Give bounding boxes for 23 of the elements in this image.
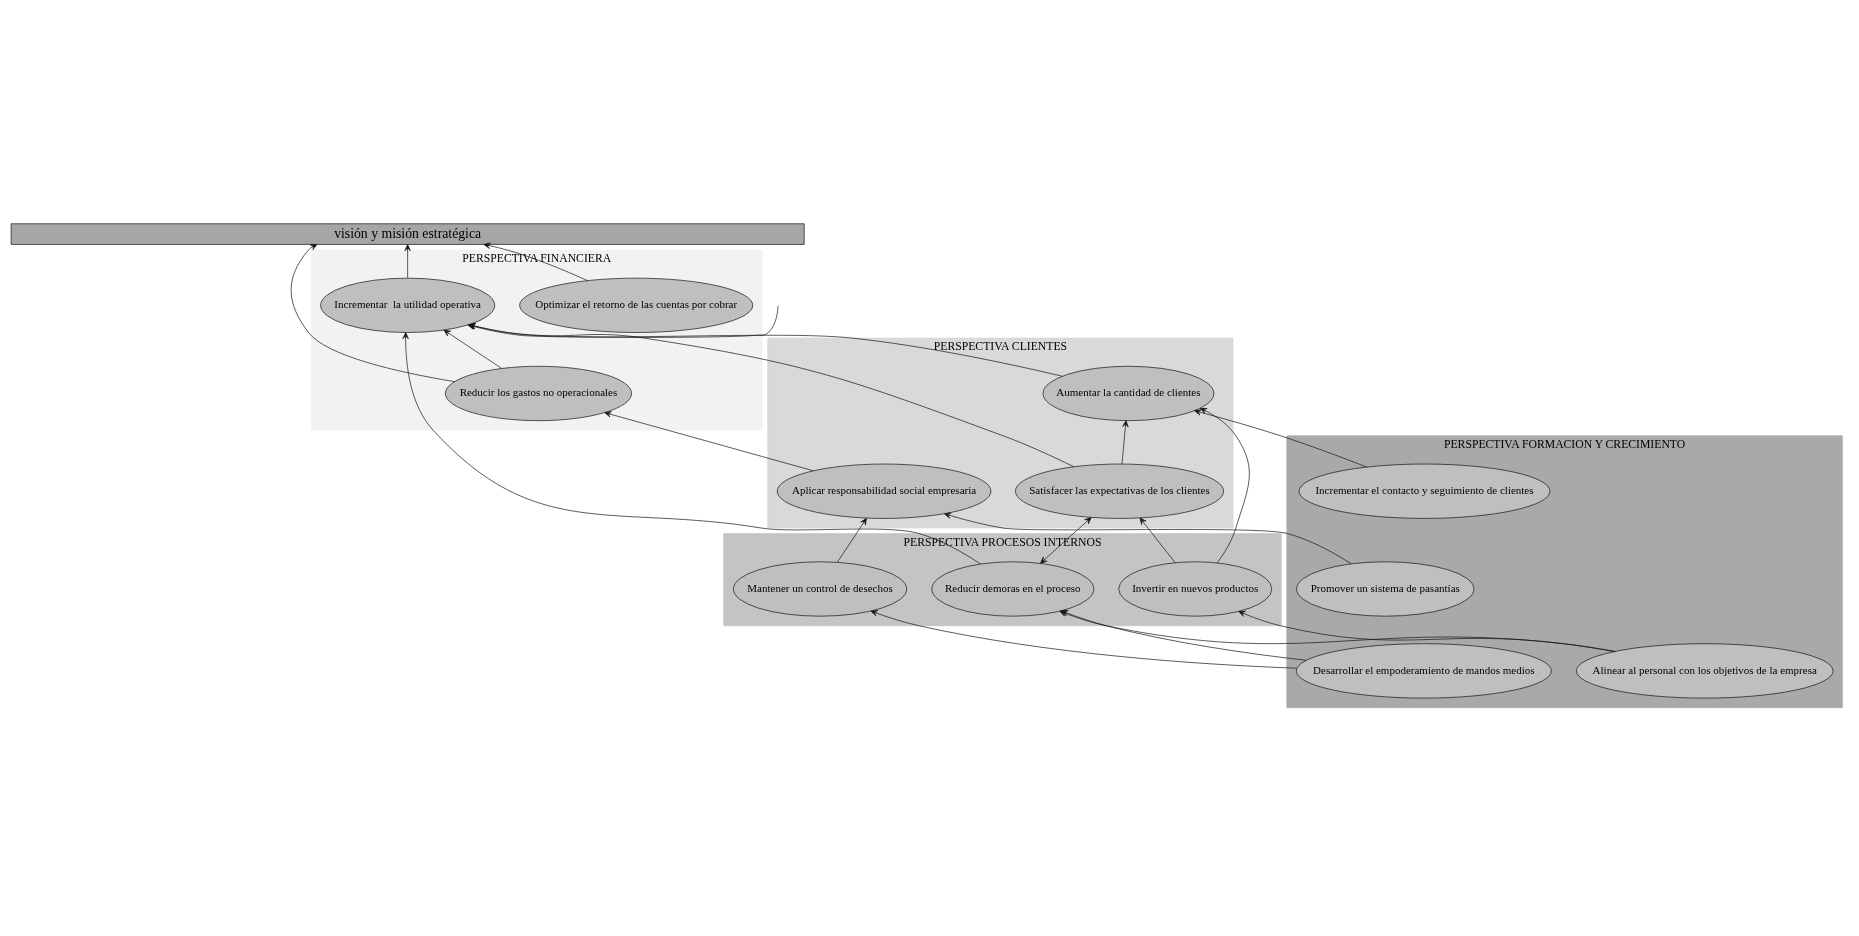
- arrow: [483, 242, 588, 281]
- arrow: [443, 329, 502, 369]
- arrow: [1121, 419, 1129, 464]
- arrow: [1139, 517, 1176, 563]
- node-box: visión y misión estratégica: [10, 222, 805, 245]
- node-ellipse: Optimizar el retorno de las cuentas por cobrar: [519, 277, 754, 333]
- arrow: [837, 517, 867, 563]
- arrow: [944, 512, 1352, 564]
- node-ellipse: Alinear al personal con los objetivos de la empresa: [1576, 642, 1834, 698]
- node-ellipse: Incrementar el contacto y seguimiento de clientes: [1298, 463, 1551, 519]
- arrow: [1238, 610, 1615, 652]
- node-ellipse: Desarrollar el empoderamiento de mandos medios: [1295, 642, 1552, 698]
- node-ellipse: Promover un sistema de pasantías: [1296, 560, 1475, 616]
- arrow: [604, 410, 814, 471]
- arrow: [404, 243, 411, 278]
- arrow: [402, 331, 981, 564]
- arrow: [290, 243, 455, 382]
- node-ellipse: Satisfacer las expectativas de los clientes: [1015, 463, 1224, 519]
- arrow: [1040, 516, 1092, 564]
- arrow: [1194, 408, 1367, 467]
- arrow: [1200, 407, 1250, 563]
- node-ellipse: Aumentar la cantidad de clientes: [1042, 365, 1215, 421]
- node-ellipse: Reducir los gastos no operacionales: [445, 365, 632, 421]
